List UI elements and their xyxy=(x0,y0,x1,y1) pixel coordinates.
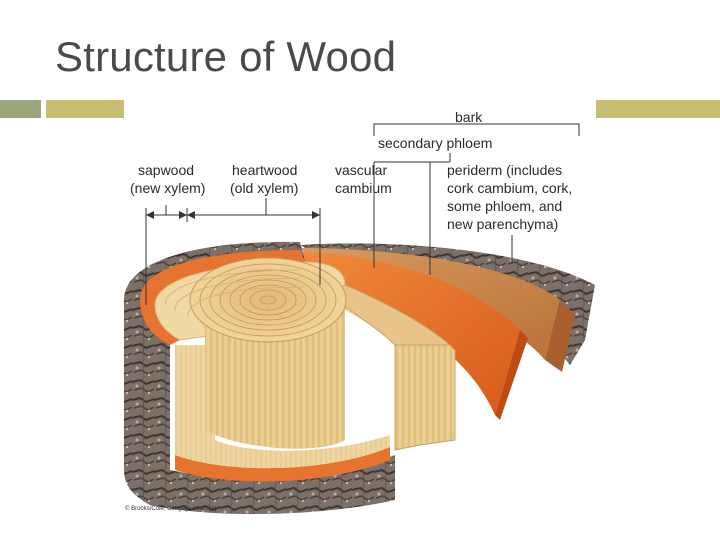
label-sapwood: sapwood xyxy=(138,162,194,178)
slide-title: Structure of Wood xyxy=(55,33,397,80)
label-periderm-4: new parenchyma) xyxy=(447,216,558,232)
accent-square xyxy=(0,100,41,118)
label-periderm-2: cork cambium, cork, xyxy=(447,180,572,196)
accent-bar-right xyxy=(596,100,720,118)
label-cambium: cambium xyxy=(335,180,392,196)
label-bark: bark xyxy=(455,109,483,125)
label-secondary-phloem: secondary phloem xyxy=(378,135,492,151)
label-sapwood-sub: (new xylem) xyxy=(130,180,205,196)
leader-lines xyxy=(145,123,580,305)
sapwood-wedge xyxy=(394,344,456,451)
label-periderm-3: some phloem, and xyxy=(447,198,562,214)
label-periderm-1: periderm (includes xyxy=(447,162,562,178)
label-heartwood-sub: (old xylem) xyxy=(230,180,298,196)
bark-curl-back xyxy=(300,243,595,365)
image-credit: © Brooks/Cole, Cengage Learning xyxy=(125,506,217,512)
label-vascular: vascular xyxy=(335,162,387,178)
label-heartwood: heartwood xyxy=(232,162,297,178)
accent-bar-left xyxy=(46,100,124,118)
growth-rings xyxy=(199,263,337,337)
